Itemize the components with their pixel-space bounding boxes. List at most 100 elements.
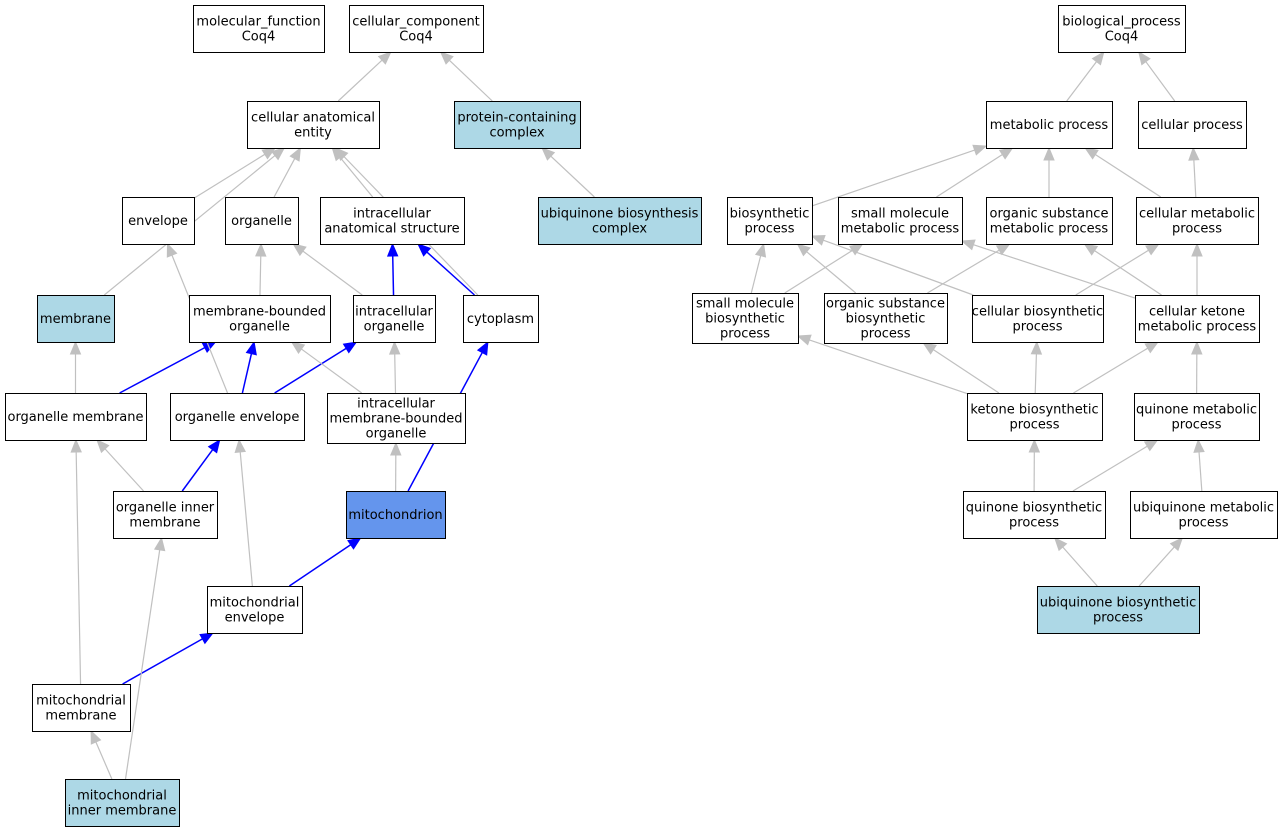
node-label-line: metabolic process xyxy=(990,222,1109,237)
node-box xyxy=(327,393,466,444)
edge-line xyxy=(75,451,82,685)
node-envelope[interactable]: envelope xyxy=(122,197,195,245)
node-cp[interactable]: cellular process xyxy=(1138,101,1247,149)
edge-mbo-to-organelle xyxy=(255,242,267,296)
node-cytoplasm[interactable]: cytoplasm xyxy=(463,295,539,343)
edge-arrowhead xyxy=(1188,146,1200,161)
edge-arrowhead xyxy=(245,340,257,356)
edge-line xyxy=(936,153,1003,198)
node-label-line: inner membrane xyxy=(68,804,177,819)
node-label-line: organelle membrane xyxy=(7,410,143,425)
node-mito[interactable]: mitochondrion xyxy=(346,491,446,539)
edge-line xyxy=(259,255,262,296)
node-label-line: membrane-bounded xyxy=(193,305,326,320)
edge-line xyxy=(550,155,595,198)
edge-osmp-to-mp xyxy=(1043,146,1055,197)
node-box xyxy=(225,197,299,245)
edge-cp-to-bp_root xyxy=(1138,50,1176,102)
edge-arrowhead xyxy=(810,234,826,246)
edge-arrowhead xyxy=(153,536,166,552)
edge-line xyxy=(95,741,113,780)
node-label-line: complex xyxy=(592,222,647,237)
node-om[interactable]: organelle membrane xyxy=(5,393,147,441)
node-label-line: intracellular xyxy=(353,207,431,222)
node-box xyxy=(454,101,581,149)
edge-osbp-to-bsp xyxy=(796,243,857,294)
edge-mm-to-me xyxy=(122,632,215,685)
edge-mim-to-oim xyxy=(124,536,166,780)
edges-layer xyxy=(69,50,1205,780)
edge-line xyxy=(1075,249,1149,296)
node-membrane[interactable]: membrane xyxy=(37,295,115,343)
node-label-line: membrane-bounded xyxy=(329,412,462,427)
node-label-line: intracellular xyxy=(355,305,433,320)
edge-arrowhead xyxy=(439,51,454,65)
edge-arrowhead xyxy=(70,438,82,453)
node-label-line: cellular biosynthetic xyxy=(972,305,1103,320)
node-box xyxy=(986,101,1113,149)
edge-imbo-to-io xyxy=(388,340,401,394)
node-box xyxy=(1136,197,1259,245)
node-box xyxy=(32,684,131,732)
edge-arrowhead xyxy=(1193,438,1205,453)
edge-cytoplasm-to-ias xyxy=(417,243,475,296)
node-oe[interactable]: organelle envelope xyxy=(170,393,305,441)
node-label-line: biosynthetic xyxy=(846,312,926,327)
node-box xyxy=(1037,586,1200,634)
node-label-line: cellular anatomical xyxy=(251,111,375,126)
edge-arrowhead xyxy=(386,242,399,257)
node-label-line: process xyxy=(1172,222,1222,237)
node-label-line: process xyxy=(745,222,795,237)
node-label-line: small molecule xyxy=(851,207,949,222)
node-label-line: organelle xyxy=(231,214,292,229)
node-box xyxy=(463,295,539,343)
edge-arrowhead xyxy=(96,439,110,454)
edge-line xyxy=(273,158,296,198)
edge-mm-to-om xyxy=(70,438,82,685)
node-label-line: process xyxy=(1172,418,1222,433)
edge-arrowhead xyxy=(1083,243,1099,256)
edge-line xyxy=(394,353,397,394)
node-organelle[interactable]: organelle xyxy=(225,197,299,245)
edge-organelle-to-cae xyxy=(273,146,302,198)
node-mp[interactable]: metabolic process xyxy=(986,101,1113,149)
node-box xyxy=(5,393,147,441)
edge-line xyxy=(973,244,1136,299)
edge-arrowhead xyxy=(1138,50,1151,66)
edge-bsp-to-mp xyxy=(811,144,988,207)
node-label-line: Coq4 xyxy=(399,30,433,45)
edge-mp-to-bp_root xyxy=(1066,50,1105,102)
node-box xyxy=(189,295,331,343)
edge-arrowhead xyxy=(1145,243,1160,256)
node-label-line: intracellular xyxy=(357,397,435,412)
edge-line xyxy=(449,59,493,102)
